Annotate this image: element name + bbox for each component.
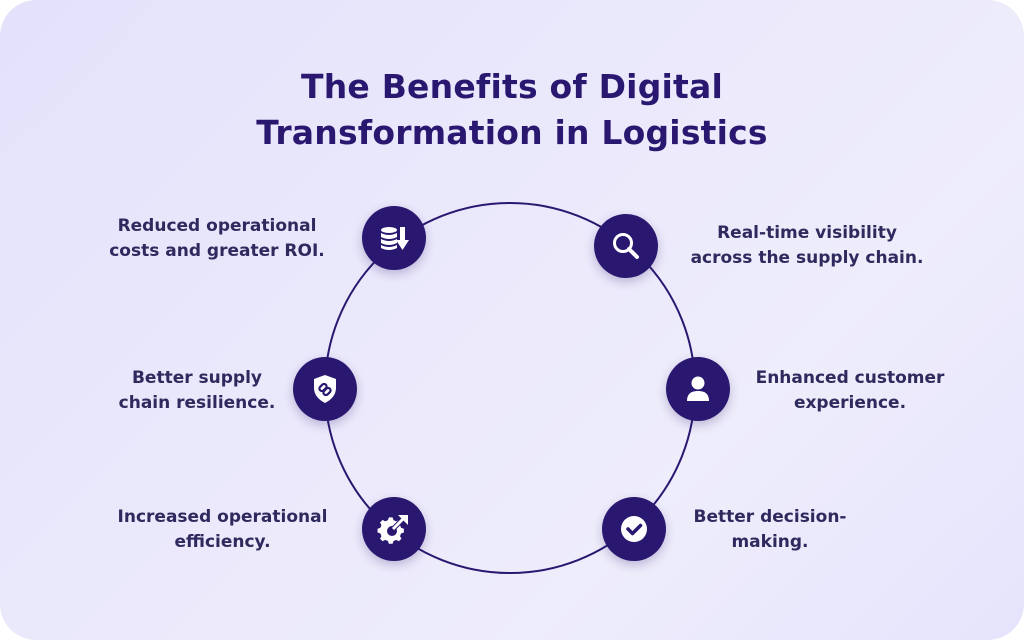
- benefit-label: Real-time visibility across the supply c…: [690, 223, 924, 268]
- benefit-label: Better decision- making.: [693, 507, 847, 552]
- benefit-label: Better supply chain resilience.: [118, 368, 276, 413]
- gear-arrow-icon: [362, 497, 426, 561]
- user-icon: [666, 357, 730, 421]
- benefit-label: Reduced operational costs and greater RO…: [109, 216, 325, 261]
- title-line-2: Transformation in Logistics: [256, 113, 768, 152]
- page-title: The Benefits of Digital Transformation i…: [0, 64, 1024, 156]
- check-circle-icon: [602, 497, 666, 561]
- title-line-1: The Benefits of Digital: [301, 67, 723, 106]
- shield-link-icon: [293, 357, 357, 421]
- benefit-label: Enhanced customer experience.: [755, 368, 945, 413]
- coins-down-icon: [362, 206, 426, 270]
- magnifier-icon: [594, 214, 658, 278]
- benefit-label: Increased operational efficiency.: [117, 507, 328, 552]
